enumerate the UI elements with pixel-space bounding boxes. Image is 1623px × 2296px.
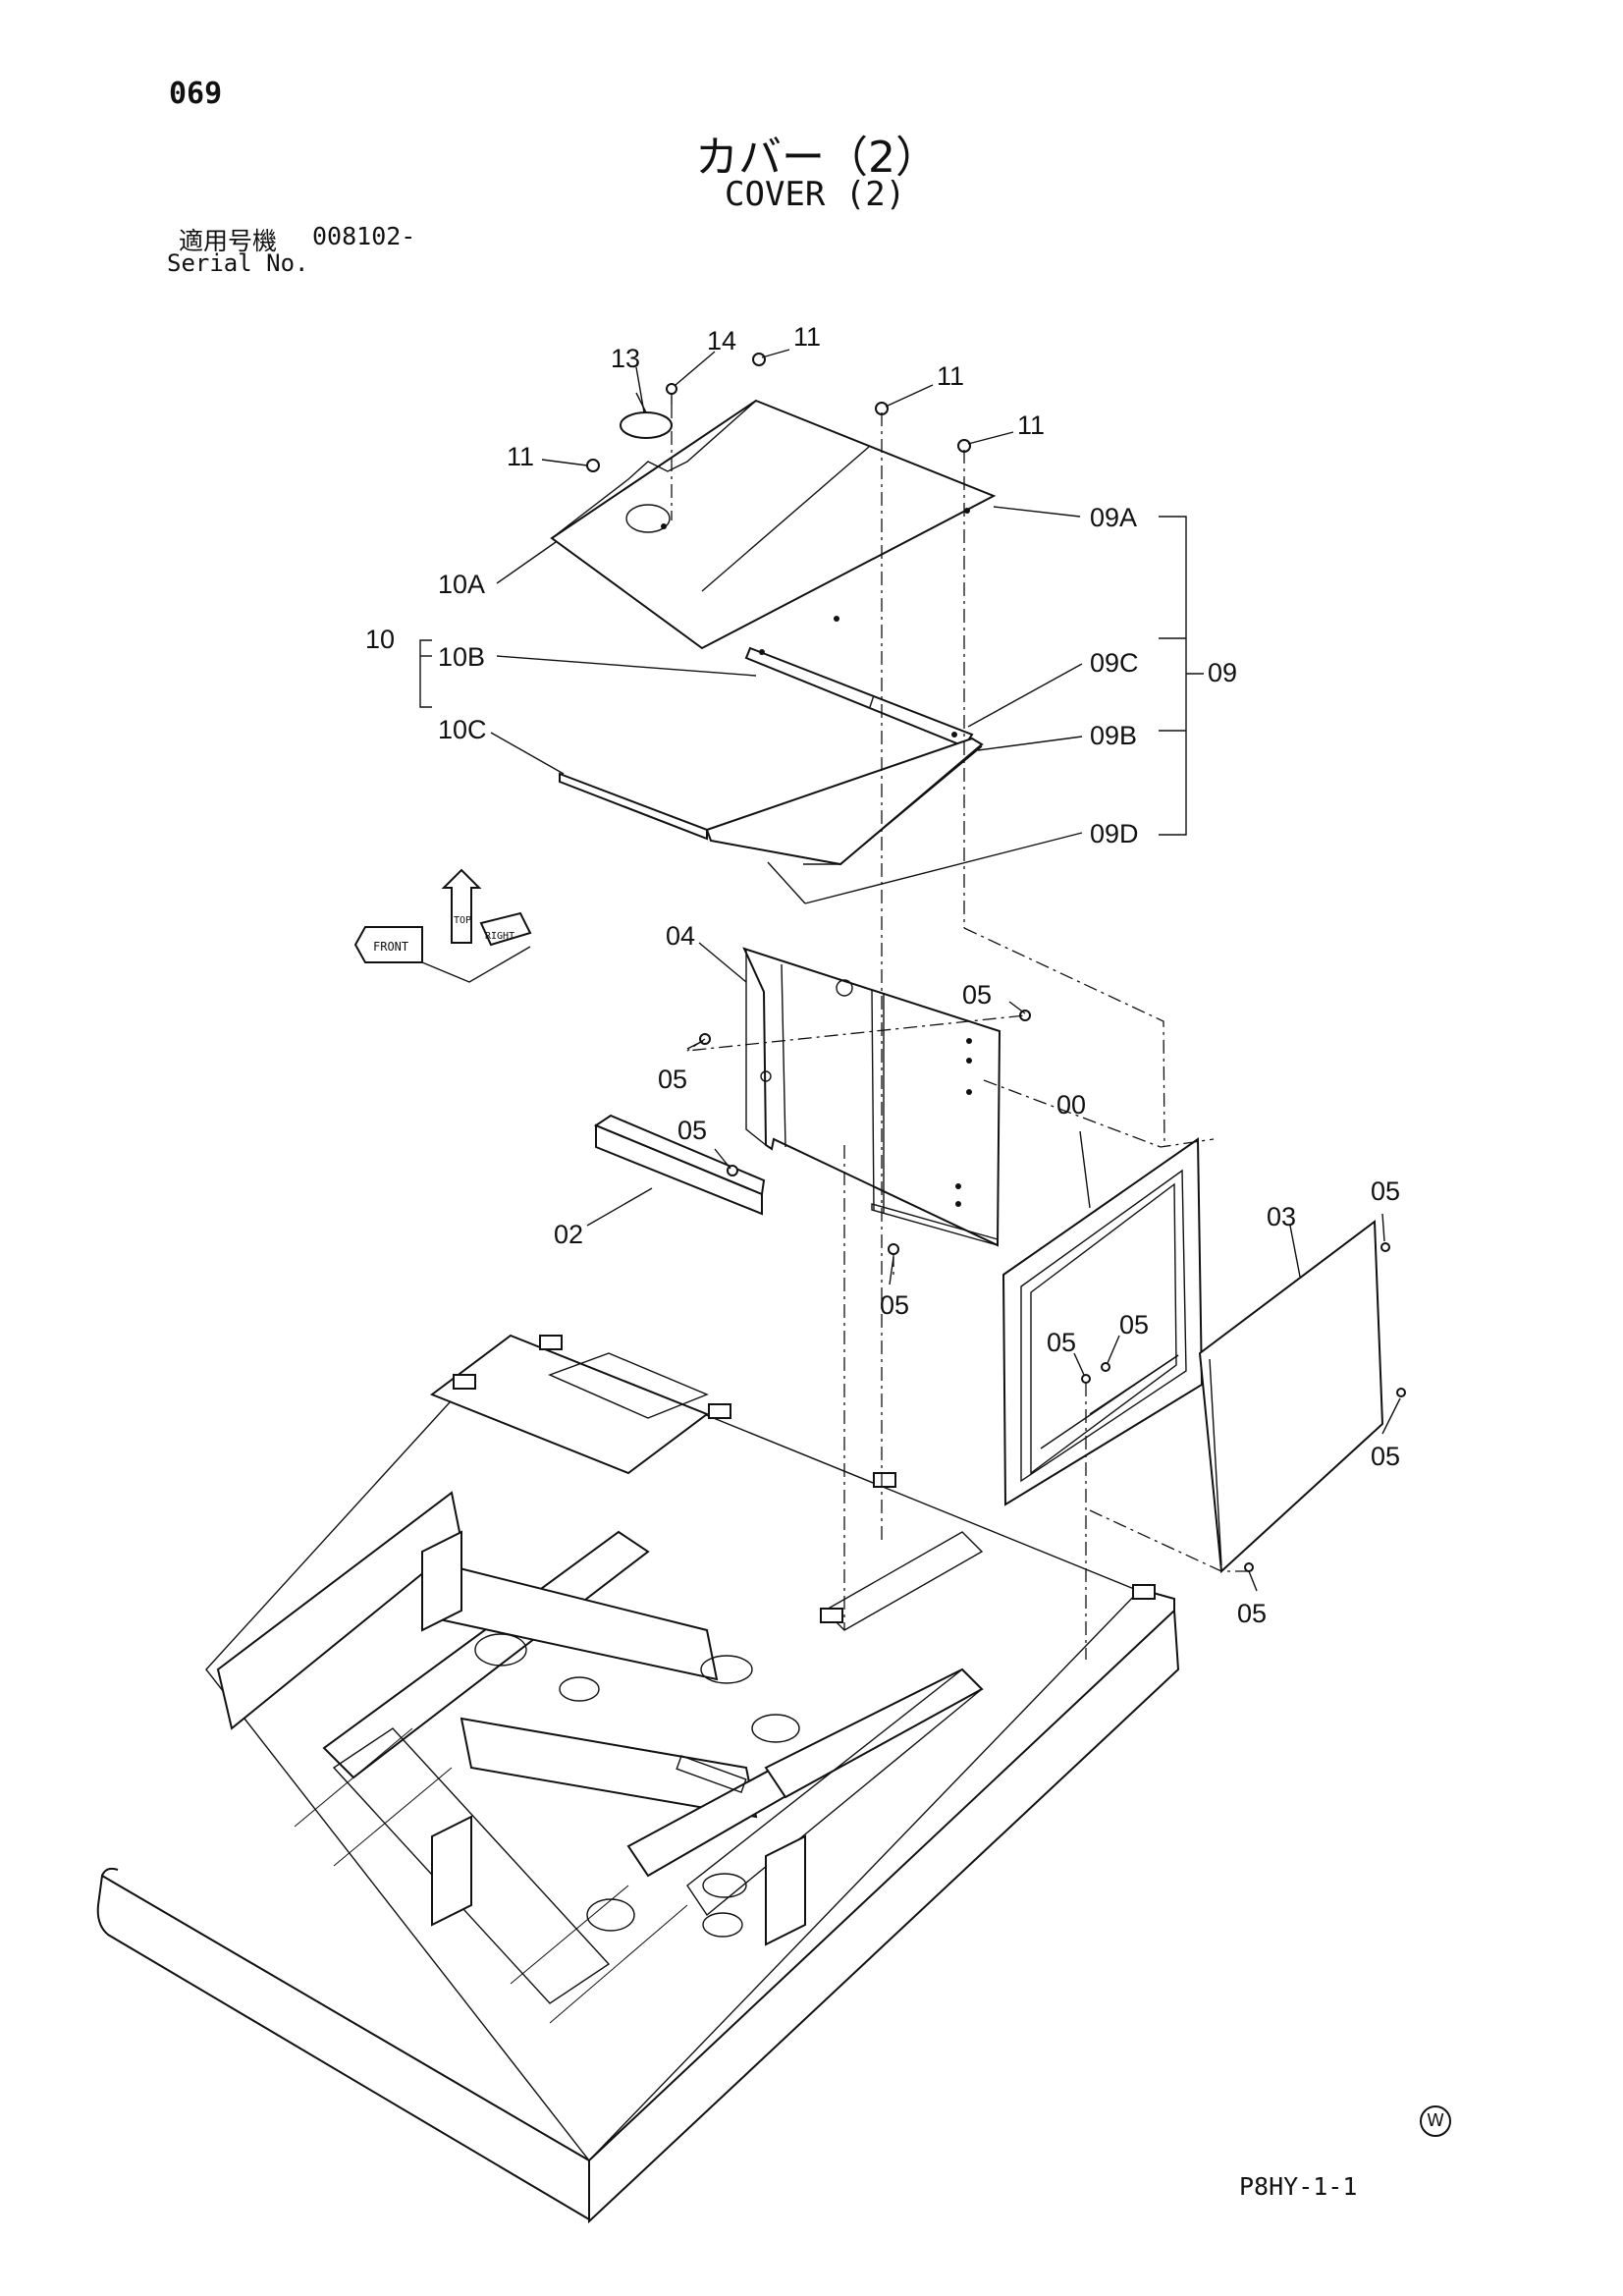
document-code: P8HY-1-1 [1239, 2172, 1358, 2201]
callout-05-frame-right: 05 [1119, 1310, 1149, 1339]
page-title-english: COVER (2) [725, 175, 906, 214]
serial-number-value: 008102- [312, 222, 416, 250]
w-mark-icon: W [1420, 2105, 1451, 2137]
cap-13 [620, 392, 673, 439]
callout-11-top: 11 [793, 322, 821, 352]
callout-11-middle: 11 [937, 361, 964, 391]
callout-05-panel-left: 05 [658, 1065, 687, 1094]
callout-05-cover-bottom: 05 [1237, 1599, 1267, 1628]
leader-lines [419, 349, 1401, 1592]
callout-13: 13 [611, 344, 640, 373]
callout-03: 03 [1267, 1202, 1296, 1231]
callout-09c: 09C [1090, 648, 1139, 678]
callout-05-cover-top: 05 [1371, 1176, 1400, 1206]
orientation-front-label: FRONT [373, 940, 408, 954]
callout-11-left: 11 [507, 442, 534, 471]
callout-05-frame-left: 05 [1047, 1328, 1076, 1357]
orientation-top-label: TOP [454, 915, 471, 926]
callout-10: 10 [365, 625, 395, 654]
callout-05-panel-bottom: 05 [880, 1290, 909, 1320]
alignment-lines [671, 405, 1249, 1660]
orientation-marker: FRONT TOP RIGHT [353, 868, 532, 983]
callout-09a: 09A [1090, 503, 1137, 532]
base-frame [96, 1334, 1180, 2224]
page-title-japanese: カバー（2） [695, 133, 939, 183]
bracket-02 [593, 1114, 766, 1216]
callout-14: 14 [707, 326, 736, 355]
cover-plate-03 [1198, 1220, 1406, 1574]
callout-10b: 10B [438, 642, 485, 672]
callout-09b: 09B [1090, 721, 1137, 750]
callout-10c: 10C [438, 715, 487, 744]
frame-00 [1001, 1137, 1204, 1506]
callout-labels: 11 11 11 11 13 14 09A 09C 09 09B 09D 10A… [365, 322, 1400, 1628]
callout-00: 00 [1056, 1090, 1086, 1120]
orientation-right-label: RIGHT [485, 931, 514, 942]
serial-label-japanese: 適用号機 [179, 227, 278, 255]
serial-label-english: Serial No. [167, 249, 309, 277]
callout-05-cover-right: 05 [1371, 1442, 1400, 1471]
callout-11-right: 11 [1017, 410, 1045, 440]
callout-09: 09 [1208, 658, 1237, 687]
callout-10a: 10A [438, 570, 485, 599]
callout-09d: 09D [1090, 819, 1139, 848]
top-cover-plate [550, 399, 997, 650]
callout-05-bracket: 05 [677, 1116, 707, 1145]
callout-02: 02 [554, 1220, 583, 1249]
page-number: 069 [169, 77, 223, 111]
bottom-strips-10c-09b-09d [559, 737, 984, 866]
panel-04 [742, 947, 1001, 1247]
callout-04: 04 [666, 921, 695, 951]
callout-05-panel-top: 05 [962, 980, 992, 1010]
stiffener-10b-09c [744, 646, 974, 748]
